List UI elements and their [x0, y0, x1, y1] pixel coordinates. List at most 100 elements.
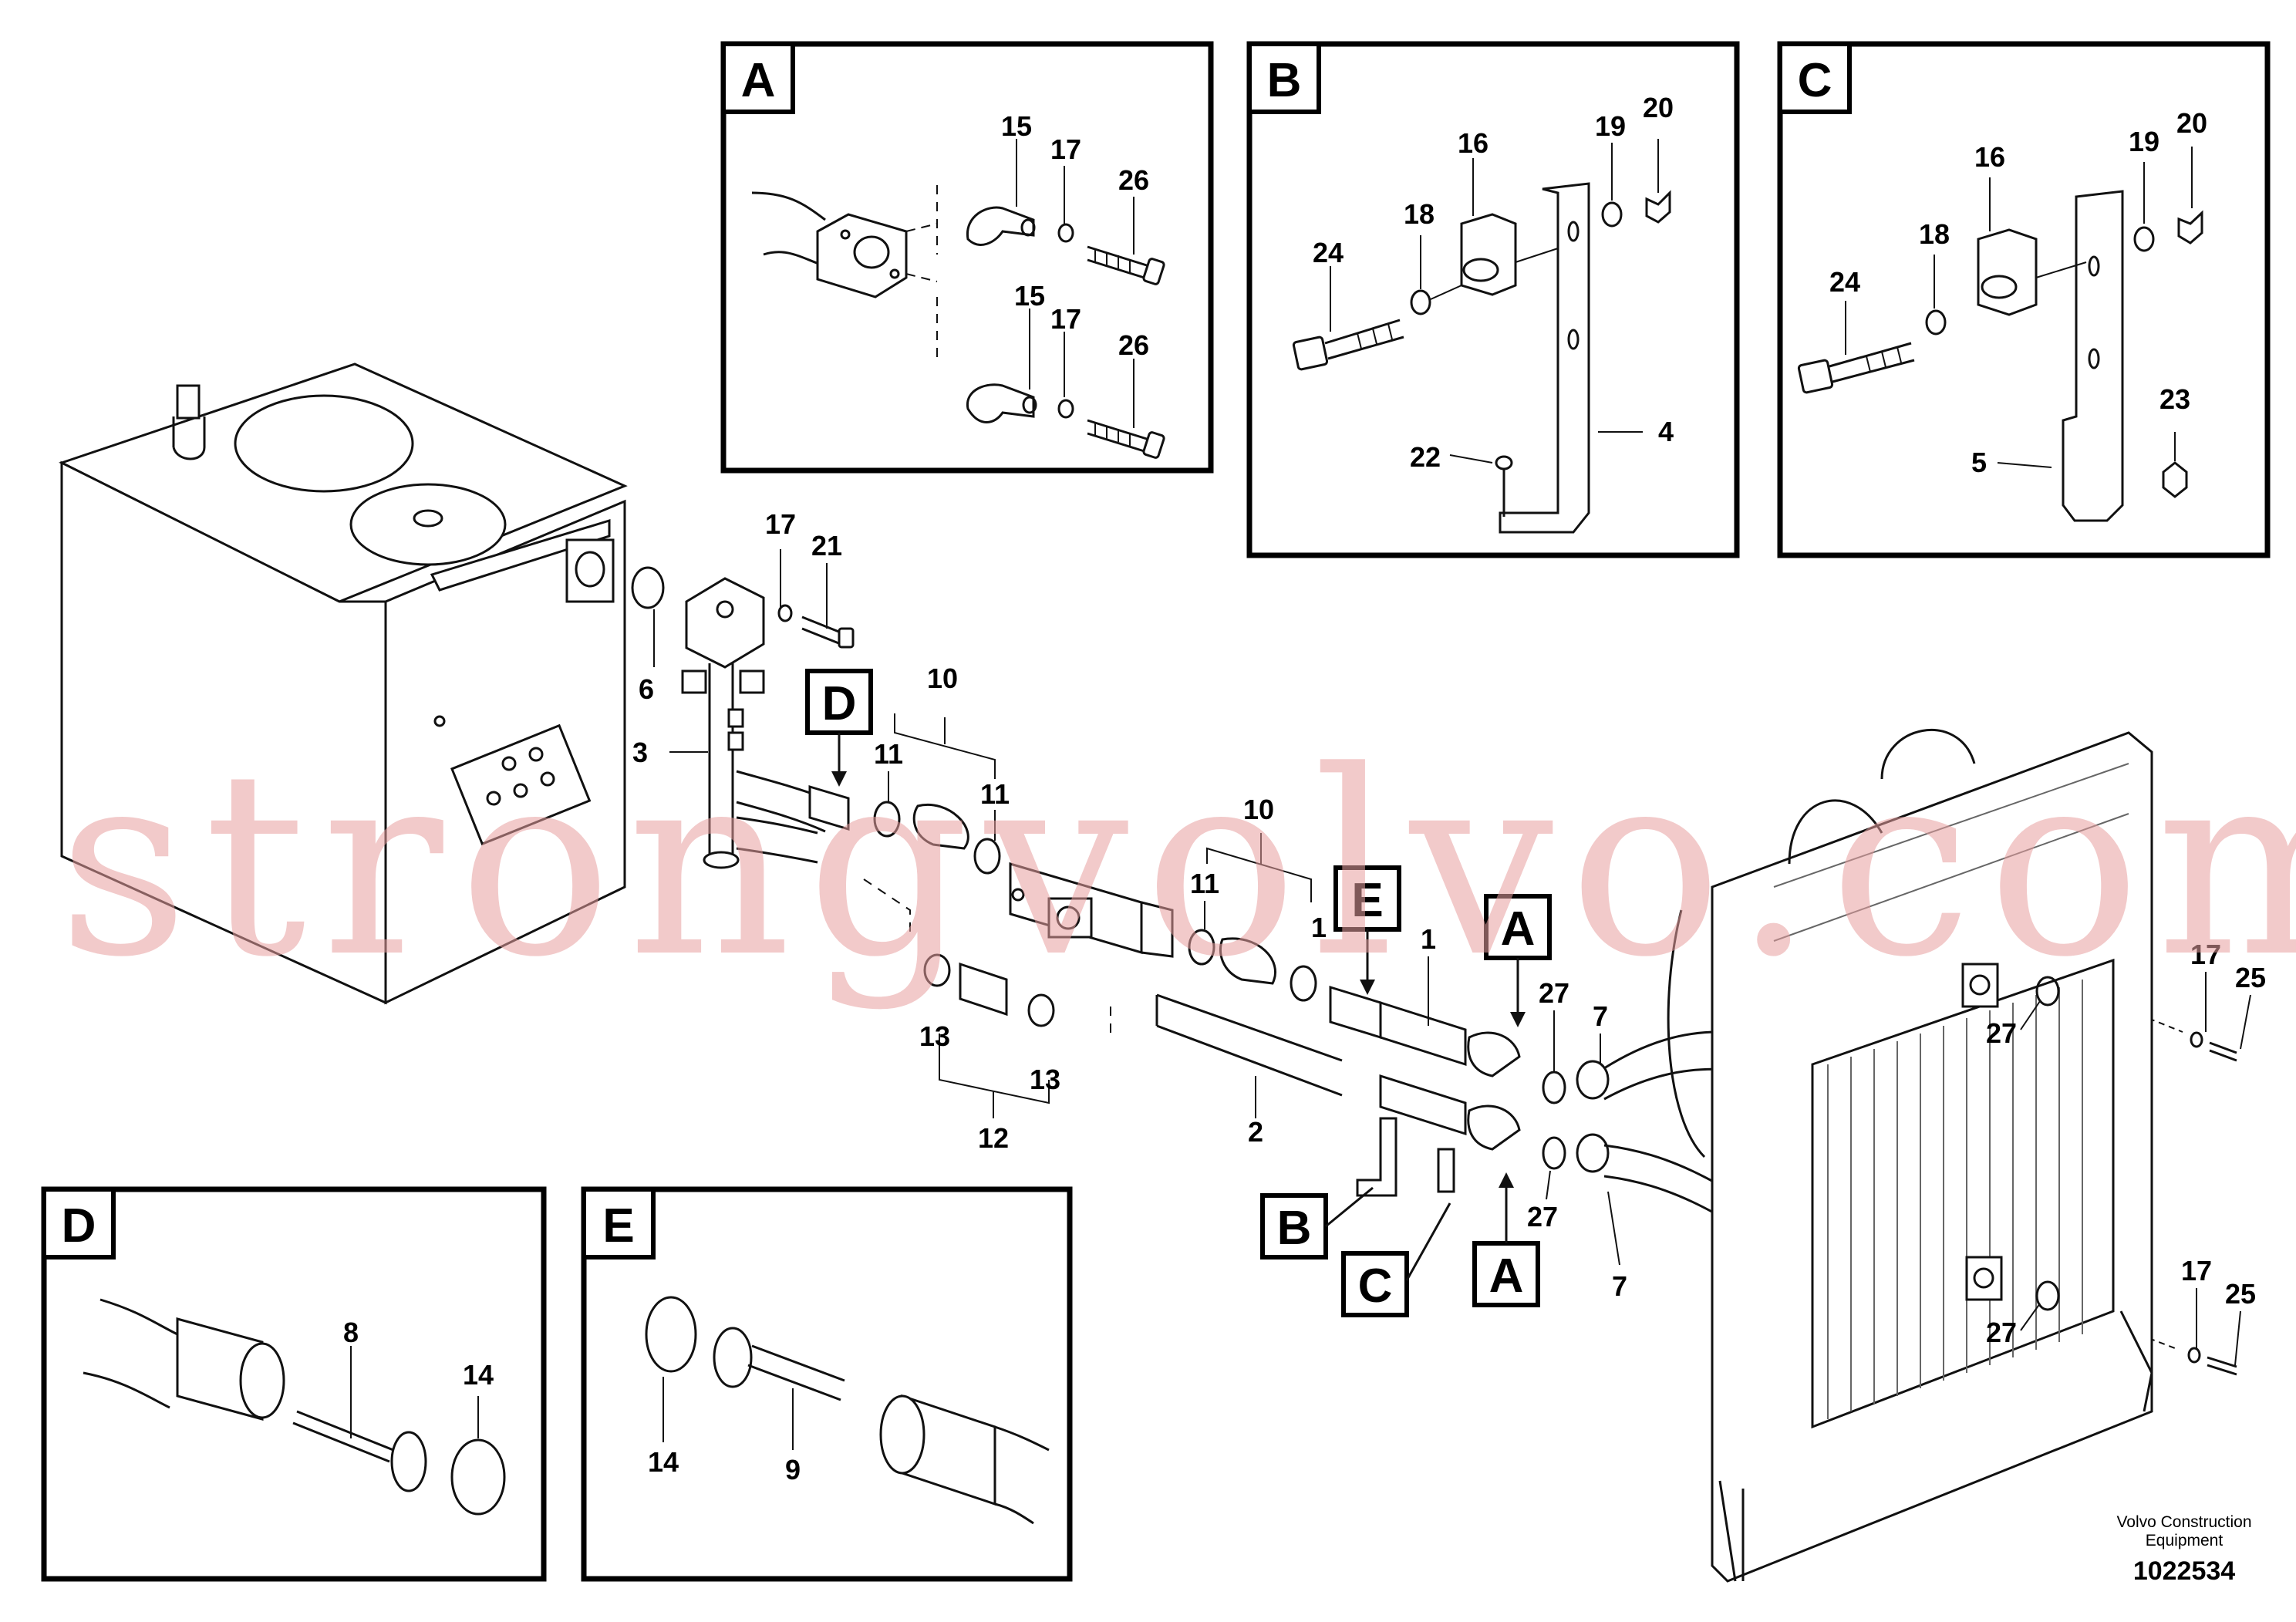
cooler-core: [1811, 958, 2115, 1429]
callout-main-2: 2: [1248, 1116, 1263, 1148]
fitting-8: [390, 1431, 427, 1492]
callout-a-17-top: 17: [1050, 133, 1081, 165]
main-tags: D E A B C A: [805, 669, 1552, 1317]
nut-20-c: [2177, 210, 2203, 244]
washer-19: [1601, 201, 1623, 228]
callout-main-27-lower: 27: [1986, 1317, 2017, 1348]
o-ring-27-right-lower: [2035, 1280, 2060, 1311]
callout-b-18: 18: [1404, 198, 1435, 230]
coupling-clamp-10-a: [912, 804, 969, 850]
callout-c-23: 23: [2159, 383, 2190, 415]
cooler-port-lower: [1965, 1256, 2003, 1301]
clip-16: [1460, 213, 1517, 296]
o-ring-11-c: [1188, 929, 1215, 966]
panel-d-tag: D: [62, 1199, 96, 1253]
callout-main-13-a: 13: [919, 1020, 950, 1052]
callout-main-21: 21: [811, 530, 842, 561]
callout-main-17: 17: [765, 508, 796, 540]
o-ring-11-b: [973, 838, 1001, 875]
detail-panel-e: E 14 9: [581, 1186, 1073, 1582]
footer-maker-line1: Volvo Construction: [2116, 1513, 2251, 1531]
callout-main-13-b: 13: [1030, 1064, 1060, 1095]
callout-main-17-right: 17: [2190, 939, 2221, 970]
bolt-26-bottom-head: [1142, 431, 1165, 459]
watermark-text: strongvolvo.com: [58, 717, 2296, 1013]
footer: Volvo Construction Equipment 1022534: [2116, 1513, 2251, 1586]
callout-c-18: 18: [1919, 218, 1950, 250]
o-ring-27-a: [1542, 1071, 1566, 1104]
panel-e-frame: [581, 1186, 1073, 1582]
callout-main-10-a: 10: [927, 663, 958, 694]
oil-cooler: [1667, 728, 2153, 1583]
o-ring-14-e: [645, 1296, 697, 1373]
washer-17-top: [1057, 223, 1074, 243]
callout-b-24: 24: [1313, 237, 1344, 268]
callout-main-17-lower: 17: [2181, 1255, 2212, 1286]
panel-d-frame: [41, 1186, 547, 1582]
mid-flange: [1047, 897, 1093, 939]
callout-main-25-right: 25: [2235, 962, 2266, 993]
bolt-24-c-head: [1797, 359, 1834, 394]
callout-d-8: 8: [343, 1317, 359, 1348]
o-ring-14-d: [450, 1438, 506, 1516]
callout-c-19: 19: [2129, 126, 2159, 157]
callout-main-27-right: 27: [1986, 1017, 2017, 1049]
callout-main-3: 3: [632, 737, 648, 768]
callout-b-4: 4: [1658, 416, 1674, 447]
callout-a-26-bottom: 26: [1118, 329, 1149, 361]
bolt-24-head: [1292, 336, 1329, 371]
callout-main-1-a: 1: [1311, 912, 1327, 943]
callout-main-11-c: 11: [1190, 868, 1219, 899]
main-tag-d: D: [822, 677, 857, 730]
fitting-9: [713, 1327, 753, 1388]
washer-17-bottom: [1057, 399, 1074, 419]
pipe-stub-right: [739, 669, 765, 694]
bolt-21-head: [838, 627, 855, 649]
panel-b-tag-box: [1247, 42, 1321, 114]
detail-panel-b: B 16 19 20 18 24 4 22: [1246, 41, 1740, 558]
callout-main-11-a: 11: [874, 738, 903, 770]
callout-a-17-bottom: 17: [1050, 303, 1081, 335]
main-tag-e: E: [1351, 874, 1383, 927]
callout-b-20: 20: [1643, 92, 1674, 123]
callout-e-14: 14: [648, 1446, 679, 1478]
main-tag-c: C: [1358, 1259, 1393, 1313]
panel-a-tag-box: [721, 42, 795, 114]
callout-main-6: 6: [639, 673, 654, 705]
detail-panel-d: D 8 14: [41, 1186, 547, 1582]
clip-16-c: [1977, 228, 2038, 316]
bolt-26-top-head: [1142, 258, 1165, 285]
coupling-12: [959, 962, 1008, 1017]
callout-main-11-b: 11: [980, 778, 1010, 810]
detail-panel-a: A 15 17 26 15 17 26: [720, 41, 1214, 474]
bracket-b-small: [1356, 1117, 1397, 1197]
clamp-a-lower: [1467, 1104, 1521, 1151]
callout-main-27-a: 27: [1539, 977, 1569, 1009]
panel-e-tag-box: [582, 1187, 656, 1259]
o-ring-11-d: [1290, 965, 1317, 1002]
callout-main-10-b: 10: [1243, 794, 1274, 825]
o-ring-27-b: [1542, 1136, 1566, 1170]
panel-d-tag-box: [42, 1187, 116, 1259]
panel-a-tag: A: [741, 54, 776, 107]
washer-18-c: [1925, 309, 1947, 336]
clamp-half-bottom: [966, 383, 1035, 423]
clamp-half-top: [966, 206, 1035, 246]
footer-maker-line2: Equipment: [2146, 1532, 2224, 1549]
washer-17-main: [777, 604, 793, 622]
main-tag-b: B: [1277, 1202, 1312, 1255]
bracket-4: [1499, 182, 1590, 534]
callout-d-14: 14: [463, 1359, 494, 1391]
bracket-5: [2062, 190, 2124, 522]
callout-a-26-top: 26: [1118, 164, 1149, 196]
coupling-clamp-10-b: [1219, 937, 1277, 985]
callout-main-7-a: 7: [1593, 1000, 1608, 1032]
main-tag-b-box: [1260, 1193, 1328, 1259]
bracket-c-small: [1437, 1148, 1455, 1193]
callout-main-25-lower: 25: [2225, 1278, 2256, 1310]
panel-c-tag: C: [1798, 54, 1832, 107]
callout-c-16: 16: [1974, 141, 2005, 173]
callout-b-19: 19: [1595, 110, 1626, 142]
callout-e-9: 9: [785, 1454, 801, 1485]
o-ring-11-a: [873, 801, 901, 838]
